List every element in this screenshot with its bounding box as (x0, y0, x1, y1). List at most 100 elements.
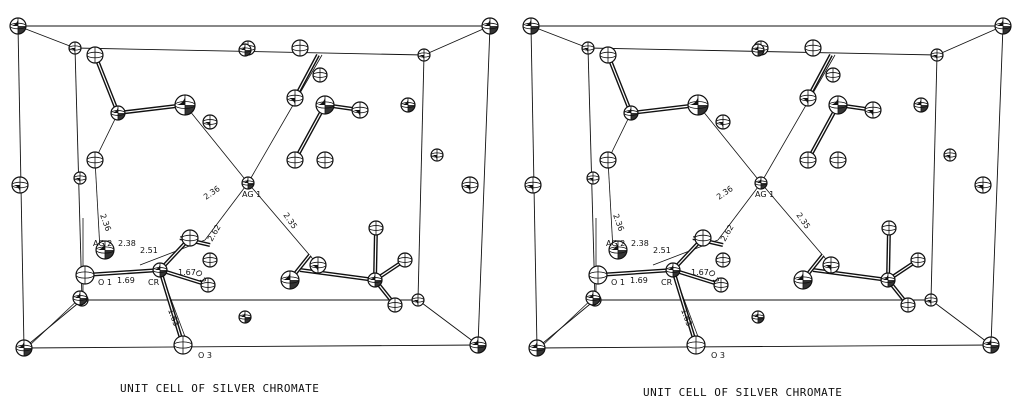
atom-octant (24, 348, 32, 356)
atom-octant (310, 265, 318, 273)
atom-octant (698, 105, 708, 115)
atom (804, 39, 822, 57)
atom (522, 17, 540, 35)
atom-octant (418, 55, 424, 61)
atom-octant (290, 280, 299, 289)
atom-octant (248, 183, 254, 189)
atom-octant (673, 270, 680, 277)
bond-highlight (672, 269, 697, 346)
bond-highlight (630, 104, 699, 114)
atom-octant (995, 18, 1003, 26)
atom (686, 335, 706, 355)
distance-label: O 3 (198, 351, 212, 360)
atom (943, 148, 957, 162)
unit-cell-edge (23, 299, 83, 349)
distance-label: 1.63 (679, 308, 694, 328)
atom-octant (118, 113, 125, 120)
atom-octant (245, 50, 251, 56)
atom-octant (666, 263, 673, 270)
atom-octant (631, 113, 638, 120)
atom (599, 151, 617, 169)
atom-octant (823, 265, 831, 273)
bond-highlight (607, 54, 632, 114)
atom-octant (758, 317, 764, 323)
atom (95, 240, 115, 260)
atom-octant (586, 291, 593, 298)
distance-label: 2.36 (202, 184, 222, 202)
unit-cell-edge (417, 299, 479, 346)
atom (291, 39, 309, 57)
atom-octant (203, 122, 210, 129)
distance-label: 1.67 (691, 268, 709, 277)
distance-label: 1.67 (178, 268, 196, 277)
distance-label: 2.35 (794, 211, 812, 231)
atom (202, 252, 218, 268)
bond-line (247, 54, 323, 184)
atom-octant (462, 185, 470, 193)
atom (461, 176, 479, 194)
atom-octant (239, 311, 245, 317)
atom-octant (624, 106, 631, 113)
atom (751, 310, 765, 324)
unit-cell-edge (930, 54, 938, 301)
atom (974, 176, 992, 194)
distance-label: 1.63 (166, 308, 181, 328)
bond-highlight (887, 227, 890, 281)
atom (15, 339, 33, 357)
atom (687, 94, 709, 116)
atom-octant (609, 241, 618, 250)
distance-label: AG 2 (606, 239, 625, 248)
atom-octant (914, 98, 921, 105)
distance-label: O 1 (98, 278, 112, 287)
atom (586, 171, 600, 185)
unit-cell-edge (477, 25, 491, 346)
atom (608, 240, 628, 260)
atom-octant (931, 55, 937, 61)
unit-cell-edge (417, 54, 425, 301)
atom (864, 101, 882, 119)
atom-octant (316, 96, 325, 105)
bond-line (94, 112, 119, 161)
distance-label: 2.36 (98, 213, 113, 233)
atom (799, 89, 817, 107)
bond-line (760, 54, 836, 184)
atom (930, 48, 944, 62)
atom-octant (153, 263, 160, 270)
atom (585, 290, 601, 306)
atom-octant (975, 185, 983, 193)
bond-line (247, 182, 319, 266)
atom-octant (239, 44, 245, 50)
distance-label: 2.62 (206, 223, 223, 243)
atom-octant (74, 178, 80, 184)
bond-highlight (374, 227, 377, 281)
atom (238, 43, 252, 57)
bond-highlight (117, 104, 186, 114)
atom-octant (105, 250, 114, 259)
atom-octant (111, 106, 118, 113)
atom (280, 270, 300, 290)
atom (174, 94, 196, 116)
bond-line (204, 182, 249, 241)
atom-octant (531, 26, 539, 34)
bond-highlight (159, 269, 184, 346)
atom (286, 151, 304, 169)
atom-octant (245, 317, 251, 323)
atom (524, 176, 542, 194)
distance-label: 2.51 (653, 246, 671, 255)
atom-octant (755, 177, 761, 183)
atom (315, 95, 335, 115)
atom-octant (80, 298, 87, 305)
bond-highlight (94, 54, 119, 114)
atom (241, 176, 255, 190)
atom-octant (921, 105, 928, 112)
distance-label: O 3 (711, 351, 725, 360)
unit-cell-edge (536, 299, 596, 349)
bond-highlight (672, 269, 722, 286)
atom (86, 46, 104, 64)
unit-cell-edge (930, 299, 992, 346)
atom-octant (593, 298, 600, 305)
atom (982, 336, 1000, 354)
atom (11, 176, 29, 194)
atom-octant (688, 95, 698, 105)
bond-highlight (597, 269, 674, 276)
